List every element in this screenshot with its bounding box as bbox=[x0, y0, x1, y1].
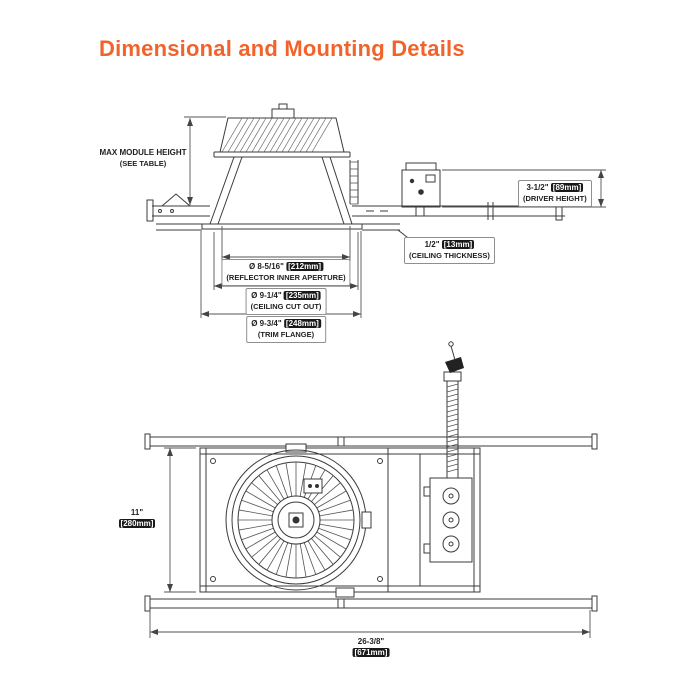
dimension-caption: (REFLECTOR INNER APERTURE) bbox=[226, 272, 346, 282]
dimension-value: MAX MODULE HEIGHT bbox=[99, 148, 187, 157]
label-driver-height: 3-1/2" [89mm] (DRIVER HEIGHT) bbox=[518, 180, 592, 207]
plan-view-dimensions bbox=[149, 447, 591, 638]
imperial-value: 1/2" bbox=[424, 240, 440, 249]
dimension-caption: (TRIM FLANGE) bbox=[257, 329, 315, 339]
side-view-drawing bbox=[146, 103, 565, 242]
metric-chip: [212mm] bbox=[286, 262, 324, 271]
dimension-value: Ø 8-5/16" [212mm] bbox=[226, 262, 345, 273]
dimension-value: 3-1/2" [89mm] bbox=[523, 183, 587, 194]
label-trim-flange: Ø 9-3/4" [248mm] (TRIM FLANGE) bbox=[246, 316, 326, 343]
metric-chip: [13mm] bbox=[441, 240, 475, 249]
module-fin-hatch bbox=[221, 117, 333, 153]
dimension-value: Ø 9-3/4" [248mm] bbox=[251, 319, 321, 330]
metric-chip: [280mm] bbox=[118, 518, 156, 528]
plan-view-drawing bbox=[144, 341, 598, 612]
metric-chip: [248mm] bbox=[283, 319, 321, 328]
metric-chip: [89mm] bbox=[550, 183, 584, 192]
imperial-value: Ø 8-5/16" bbox=[248, 262, 284, 271]
flex-conduit-ribs bbox=[446, 383, 459, 473]
imperial-value: 26-3/8" bbox=[357, 637, 385, 646]
label-ceiling-cut-out: Ø 9-1/4" [235mm] (CEILING CUT OUT) bbox=[245, 288, 327, 315]
dimension-value: 1/2" [13mm] bbox=[409, 240, 490, 251]
imperial-value: Ø 9-3/4" bbox=[251, 319, 282, 328]
dimension-caption: (DRIVER HEIGHT) bbox=[523, 193, 587, 203]
dimension-arrowheads bbox=[150, 118, 604, 635]
bracket-rungs bbox=[350, 161, 358, 205]
metric-chip: [671mm] bbox=[352, 647, 390, 657]
label-max-module-height: MAX MODULE HEIGHT (SEE TABLE) bbox=[99, 148, 187, 169]
label-reflector-aperture: Ø 8-5/16" [212mm] (REFLECTOR INNER APERT… bbox=[221, 259, 351, 286]
imperial-value: Ø 9-1/4" bbox=[251, 291, 282, 300]
imperial-value: 11" bbox=[130, 508, 144, 517]
page-title: Dimensional and Mounting Details bbox=[99, 36, 465, 61]
label-plan-width: 26-3/8" [671mm] bbox=[352, 637, 390, 659]
dimension-caption: (CEILING CUT OUT) bbox=[250, 301, 322, 311]
side-view-dimensions bbox=[184, 116, 606, 318]
dimension-value: Ø 9-1/4" [235mm] bbox=[251, 291, 322, 302]
label-plan-height: 11" [280mm] bbox=[112, 508, 162, 530]
imperial-value: 3-1/2" bbox=[526, 183, 549, 192]
metric-chip: [235mm] bbox=[283, 291, 321, 300]
label-ceiling-thickness: 1/2" [13mm] (CEILING THICKNESS) bbox=[404, 237, 495, 264]
dimension-caption: (SEE TABLE) bbox=[119, 158, 167, 168]
dimension-caption: (CEILING THICKNESS) bbox=[409, 250, 490, 260]
